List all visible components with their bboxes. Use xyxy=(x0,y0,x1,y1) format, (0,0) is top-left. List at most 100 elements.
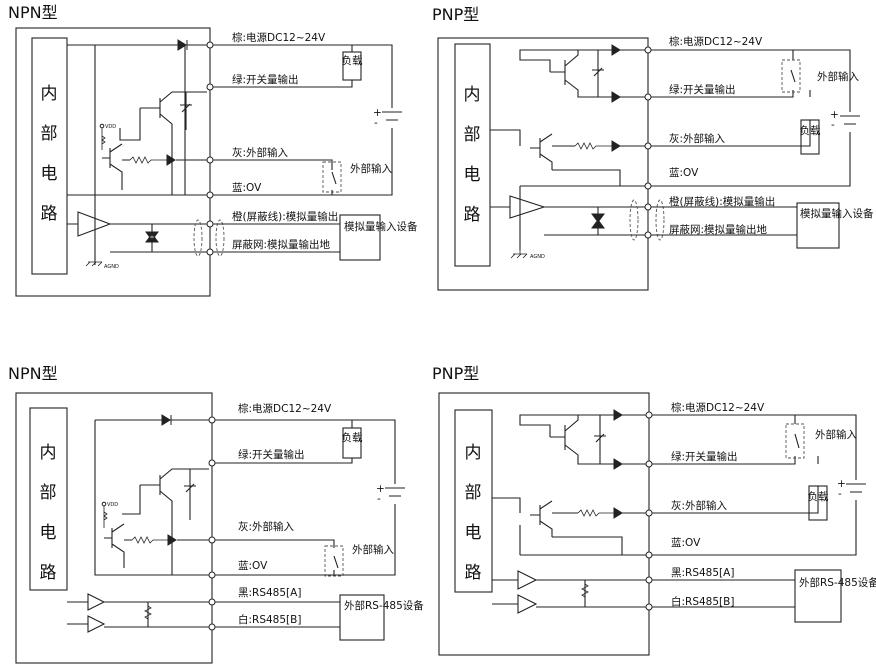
internal-wiring xyxy=(519,49,580,72)
internal-wiring xyxy=(67,601,209,628)
battery-icon xyxy=(846,483,866,493)
wire-label-grey: 灰:外部输入 xyxy=(669,132,726,145)
internal-char: 部 xyxy=(464,125,481,145)
sensor-housing xyxy=(15,392,213,664)
terminal xyxy=(208,571,216,579)
svg-text:-: - xyxy=(831,119,835,131)
panel-npn-rs485: NPN型 内 部 电 路 VDD 棕:电源DC12~24V 绿:开关量输出 灰:… xyxy=(8,364,424,664)
zener-diode-icon xyxy=(184,469,196,520)
internal-char: 路 xyxy=(465,563,482,583)
internal-wiring xyxy=(552,145,645,186)
shield-icon xyxy=(215,219,225,257)
switch-icon xyxy=(794,433,800,449)
internal-char: 部 xyxy=(465,483,482,503)
transistor-icon xyxy=(102,143,123,190)
transistor-icon xyxy=(550,415,646,465)
terminal xyxy=(206,41,214,49)
internal-char: 内 xyxy=(41,84,58,104)
terminal xyxy=(208,416,216,424)
opamp-icon xyxy=(77,211,112,237)
panel-pnp-analog: PNP型 内 部 电 路 AGND 棕:电源DC12~24V 绿:开关量输出 灰… xyxy=(432,5,874,291)
ext-input-label: 外部输入 xyxy=(350,162,392,175)
wire-label-shield: 屏蔽网:模拟量输出地 xyxy=(232,238,331,251)
battery-icon xyxy=(382,111,402,121)
switch-icon xyxy=(333,555,339,569)
terminal xyxy=(644,231,652,239)
internal-char: 内 xyxy=(465,443,482,463)
resistor-icon xyxy=(574,142,612,150)
vdd-label: VDD xyxy=(105,124,116,130)
internal-wiring xyxy=(552,512,646,555)
agnd-label: AGND xyxy=(104,264,119,270)
tvs-diode-icon xyxy=(591,213,605,229)
resistor-icon xyxy=(131,536,168,544)
resistor-icon xyxy=(101,128,106,150)
terminal xyxy=(206,220,214,228)
svg-text:+: + xyxy=(373,107,382,119)
battery-icon xyxy=(840,115,860,125)
zener-diode-icon xyxy=(594,415,606,464)
resistor-icon xyxy=(129,156,167,164)
wire-label-shield: 屏蔽网:模拟量输出地 xyxy=(669,223,768,236)
rs485-device-box xyxy=(339,594,385,641)
external-wiring xyxy=(651,49,851,236)
load-label: 负载 xyxy=(808,490,829,503)
external-wiring xyxy=(213,44,393,253)
internal-circuit-block xyxy=(31,37,68,275)
internal-circuit-block xyxy=(454,409,493,593)
wire-label-white: 白:RS485[B] xyxy=(238,613,301,626)
load-box xyxy=(342,427,362,459)
transistor-icon xyxy=(104,523,125,568)
wire-label-orange: 橙(屏蔽线):模拟量输出 xyxy=(232,210,338,223)
diode-icon xyxy=(177,39,188,51)
terminal xyxy=(645,411,653,419)
external-wiring xyxy=(652,414,857,608)
terminal xyxy=(206,83,214,91)
wire-label-brown: 棕:电源DC12~24V xyxy=(238,402,332,415)
terminal xyxy=(208,598,216,606)
device-label: 模拟量输入设备 xyxy=(344,220,418,233)
ext-input-switch-box xyxy=(324,545,344,577)
svg-text:+: + xyxy=(837,478,846,490)
transistor-icon xyxy=(530,500,553,537)
tvs-diode-icon xyxy=(145,231,159,243)
ext-input-switch-box xyxy=(781,59,801,93)
terminal xyxy=(644,93,652,101)
internal-char: 电 xyxy=(465,523,482,543)
opamp-icon xyxy=(509,195,546,219)
wire-label-grey: 灰:外部输入 xyxy=(671,499,728,512)
internal-wiring xyxy=(490,49,645,250)
load-box xyxy=(808,485,828,521)
wire-label-white: 白:RS485[B] xyxy=(671,595,734,608)
wire-label-brown: 棕:电源DC12~24V xyxy=(669,35,763,48)
internal-wiring xyxy=(492,579,646,608)
ext-input-label: 外部输入 xyxy=(815,428,857,441)
agnd-label: AGND xyxy=(530,254,545,260)
internal-circuit-block xyxy=(454,43,491,267)
wire-label-brown: 棕:电源DC12~24V xyxy=(232,31,326,44)
diode-icon xyxy=(161,414,172,426)
wire-label-grey: 灰:外部输入 xyxy=(232,146,289,159)
transistor-icon xyxy=(140,468,209,575)
internal-wiring xyxy=(519,414,578,437)
wire-label-black: 黑:RS485[A] xyxy=(238,587,301,599)
internal-wiring xyxy=(490,206,645,236)
internal-char: 路 xyxy=(464,205,481,225)
terminal xyxy=(645,509,653,517)
internal-char: 部 xyxy=(40,483,57,503)
vdd-label: VDD xyxy=(107,502,118,508)
svg-text:-: - xyxy=(377,493,381,505)
panel-title: NPN型 xyxy=(8,3,58,22)
terminal xyxy=(208,459,216,467)
diode-icon xyxy=(166,154,176,166)
panel-pnp-rs485: PNP型 内 部 电 路 棕:电源DC12~24V 绿:开关量输出 灰:外部输入… xyxy=(432,364,876,656)
internal-circuit-block xyxy=(29,407,68,591)
svg-text:+: + xyxy=(376,483,385,495)
wire-label-green: 绿:开关量输出 xyxy=(671,450,738,463)
battery-icon xyxy=(385,487,405,497)
device-label: 模拟量输入设备 xyxy=(800,207,874,220)
panel-title: PNP型 xyxy=(432,5,479,24)
transistor-icon xyxy=(550,50,645,98)
terminal xyxy=(644,142,652,150)
